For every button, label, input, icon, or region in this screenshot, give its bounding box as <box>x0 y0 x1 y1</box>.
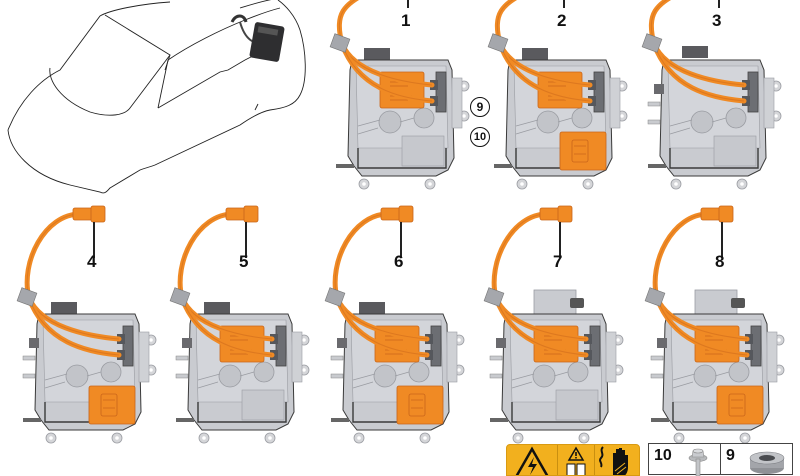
leader-line-1 <box>407 0 409 8</box>
callout-7[interactable]: 7 <box>553 252 563 271</box>
callout-8[interactable]: 8 <box>715 252 725 271</box>
small-part-number: 10 <box>654 447 672 464</box>
circled-callout-10[interactable]: 10 <box>470 127 490 147</box>
leader-line-8 <box>721 222 723 258</box>
charging-unit-part-4[interactable] <box>5 202 170 452</box>
charging-unit-part-5[interactable] <box>158 202 323 452</box>
callout-2[interactable]: 2 <box>557 11 567 30</box>
component-location-highlight <box>230 14 285 62</box>
leader-line-2 <box>563 0 565 8</box>
no-touch-hand-icon <box>594 445 639 475</box>
grommet-icon <box>749 451 785 474</box>
callout-4[interactable]: 4 <box>87 252 97 271</box>
charging-unit-part-3[interactable] <box>630 0 795 198</box>
charging-unit-part-7[interactable] <box>472 202 637 452</box>
callout-3[interactable]: 3 <box>712 11 722 30</box>
small-parts-box: 10 9 <box>648 443 793 476</box>
leader-line-3 <box>718 0 720 8</box>
leader-line-6 <box>400 222 402 258</box>
circled-callout-9[interactable]: 9 <box>470 97 490 117</box>
charging-unit-part-2[interactable] <box>476 0 641 198</box>
read-manual-warning-icon <box>557 445 594 475</box>
bolt-icon <box>688 448 708 476</box>
high-voltage-warning-icon <box>507 445 557 475</box>
leader-line-4 <box>93 222 95 258</box>
callout-6[interactable]: 6 <box>394 252 404 271</box>
vehicle-overview-drawing <box>7 0 306 194</box>
callout-1[interactable]: 1 <box>401 11 411 30</box>
leader-line-5 <box>245 222 247 258</box>
charging-unit-part-6[interactable] <box>313 202 478 452</box>
warning-label[interactable] <box>506 444 640 476</box>
small-part-10[interactable]: 10 <box>649 444 720 476</box>
small-part-9[interactable]: 9 <box>720 444 792 474</box>
callout-5[interactable]: 5 <box>239 252 249 271</box>
charging-unit-part-8[interactable] <box>633 202 798 452</box>
charging-unit-part-1[interactable] <box>318 0 483 198</box>
small-part-number: 9 <box>726 447 735 464</box>
leader-line-7 <box>559 222 561 258</box>
